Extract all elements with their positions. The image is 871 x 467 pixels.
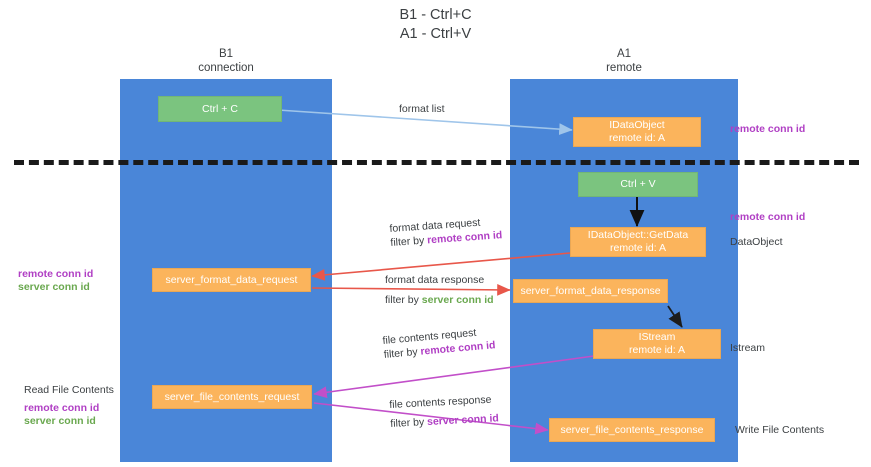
edge-fmt-res-line2: filter by server conn id [385,293,494,307]
label-right-write-file-contents: Write File Contents [735,424,825,436]
box-server-file-contents-response[interactable]: server_file_contents_response [549,418,715,442]
label-left-remote-conn-id-2: remote conn id [24,402,100,414]
box-fmt-request-label: server_format_data_request [165,273,298,286]
label-left-read-file-contents: Read File Contents [24,384,114,396]
box-ctrl-v[interactable]: Ctrl + V [578,172,698,197]
edge-file-res-prefix: filter by [390,416,428,430]
edge-file-res-line2: filter by server conn id [390,411,499,431]
title-line-1: B1 - Ctrl+C [399,7,472,23]
label-left-remote-conn-id: remote conn id [18,268,94,280]
box-istream[interactable]: IStream remote id: A [593,329,721,359]
box-ctrl-c[interactable]: Ctrl + C [158,96,282,122]
box-file-request-label: server_file_contents_request [164,390,300,403]
label-right-remote-conn-id-top: remote conn id [730,123,806,135]
box-idataobject-remote-id: remote id: A [608,132,666,144]
label-right-remote-conn-id-mid: remote conn id [730,211,806,223]
lane-header-a1: A1 remote [510,48,738,75]
edge-fmt-res-prefix: filter by [385,294,422,306]
box-idataobject-label: IDataObject [609,119,665,131]
edge-format-list-text: format list [399,103,445,115]
box-server-file-contents-request[interactable]: server_file_contents_request [152,385,312,409]
box-file-response-label: server_file_contents_response [560,423,704,436]
edge-file-res-line1: file contents response [389,393,492,411]
edge-fmt-req-prefix: filter by [390,234,428,249]
edge-fmt-res-key: server conn id [421,294,494,306]
title-line-2: A1 - Ctrl+V [399,26,472,42]
edge-label-format-list: format list [399,102,445,116]
diagram-title: B1 - Ctrl+C A1 - Ctrl+V [0,6,871,44]
phase-separator [14,160,859,165]
edge-label-format-data-request: format data request filter by remote con… [389,214,503,250]
box-idataobject[interactable]: IDataObject remote id: A [573,117,701,147]
lane-header-b1: B1 connection [120,48,332,75]
label-left-server-conn-id-2: server conn id [24,415,96,427]
box-ctrl-c-label: Ctrl + C [202,102,238,115]
box-server-format-data-response[interactable]: server_format_data_response [513,279,668,303]
lane-b1-name: B1 [218,48,234,60]
lane-b1-role: connection [198,61,254,74]
box-fmt-response-label: server_format_data_response [520,284,661,297]
edge-label-file-contents-response: file contents response filter by server … [389,392,499,431]
edge-file-req-prefix: filter by [383,345,421,361]
edge-file-res-key: server conn id [426,412,500,429]
label-right-dataobject: DataObject [730,236,783,248]
edge-fmt-res-line1: format data response [385,274,485,286]
box-istream-label: IStream [638,331,676,343]
edge-fmt-req-key: remote conn id [426,229,503,247]
box-getdata-label: IDataObject::GetData [587,229,689,241]
edge-label-file-contents-request: file contents request filter by remote c… [382,324,496,362]
label-right-istream: Istream [730,342,766,354]
box-ctrl-v-label: Ctrl + V [620,178,656,190]
box-idataobject-getdata[interactable]: IDataObject::GetData remote id: A [570,227,706,257]
box-server-format-data-request[interactable]: server_format_data_request [152,268,311,292]
box-istream-remote-id: remote id: A [628,344,686,356]
edge-label-format-data-response: format data response filter by server co… [385,273,494,307]
box-getdata-remote-id: remote id: A [609,242,667,254]
lane-a1-role: remote [606,61,642,74]
label-left-server-conn-id: server conn id [18,281,90,293]
lane-a1-name: A1 [616,48,632,60]
